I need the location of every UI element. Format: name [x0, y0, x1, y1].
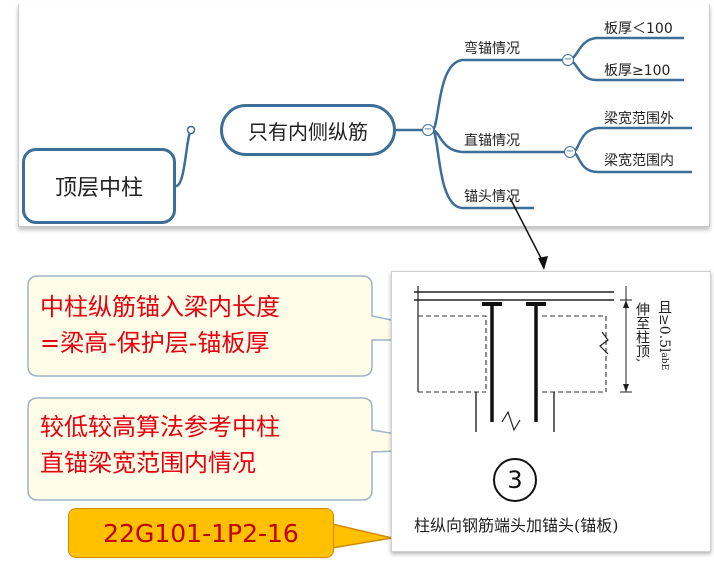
detail-caption: 柱纵向钢筋端头加锚头(锚板): [414, 516, 619, 535]
detail-linework: [414, 286, 632, 432]
mindmap-root-node[interactable]: 顶层中柱: [22, 148, 176, 224]
branch-straight-anchor[interactable]: 直锚情况: [464, 133, 520, 149]
callout-1-line1: 中柱纵筋锚入梁内长度: [40, 293, 280, 321]
collapse-level1-icon[interactable]: −: [422, 124, 434, 136]
dimension-text-2: 且≥0.5labE: [654, 300, 674, 370]
callout-1-line2: =梁高-保护层-锚板厚: [40, 329, 270, 357]
dimension-text-1: 伸至柱顶,: [634, 302, 650, 363]
branch-anchor-head[interactable]: 锚头情况: [464, 189, 520, 205]
level1-label: 只有内侧纵筋: [248, 119, 368, 144]
mindmap-level1-node[interactable]: 只有内侧纵筋: [220, 104, 396, 156]
detail-number-circle: 3: [493, 458, 537, 502]
leaf-slab-thick[interactable]: 板厚≥100: [604, 63, 671, 79]
branch-bend-anchor[interactable]: 弯锚情况: [464, 41, 520, 57]
code-reference-badge: 22G101-1P2-16: [68, 508, 334, 558]
code-reference-text: 22G101-1P2-16: [103, 518, 299, 548]
callout-2-line2: 直锚梁宽范围内情况: [40, 449, 256, 477]
collapse-straight-anchor-icon[interactable]: −: [564, 146, 576, 158]
leaf-slab-thin[interactable]: 板厚＜100: [604, 21, 673, 37]
detail-number: 3: [507, 466, 523, 494]
leaf-beam-inside[interactable]: 梁宽范围内: [604, 153, 674, 169]
anchor-detail-drawing: 伸至柱顶, 且≥0.5labE 3 柱纵向钢筋端头加锚头(锚板): [391, 271, 711, 552]
dimension-text-2-main: 且≥0.5l: [656, 300, 672, 353]
callout-2-line1: 较低较高算法参考中柱: [40, 413, 280, 441]
dimension-subscript: abE: [659, 352, 669, 371]
root-label: 顶层中柱: [54, 176, 143, 201]
leaf-beam-outside[interactable]: 梁宽范围外: [604, 111, 674, 127]
collapse-bend-anchor-icon[interactable]: −: [562, 54, 574, 66]
